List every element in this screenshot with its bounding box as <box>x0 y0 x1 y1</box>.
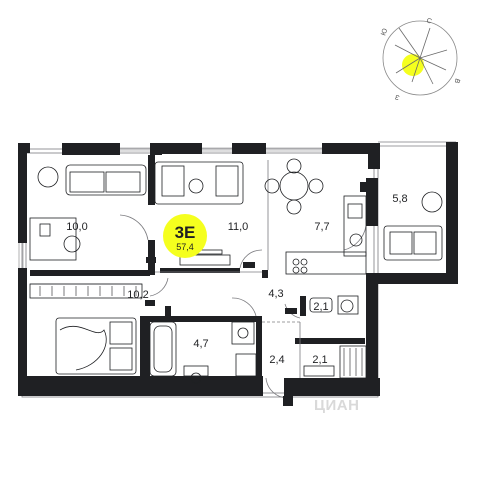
room-area-balcony: 5,8 <box>392 193 407 205</box>
dining-table-icon <box>279 171 309 201</box>
room-area-kitchen: 7,7 <box>314 221 329 233</box>
washbasin-icon <box>231 321 255 345</box>
chair-icon <box>63 235 81 253</box>
sun-icon <box>402 54 424 76</box>
balcony-table-icon <box>421 191 443 213</box>
toilet-icon <box>309 297 333 313</box>
washing-machine-icon <box>183 365 209 377</box>
side-table-icon <box>37 166 59 188</box>
room-area-closet: 2,1 <box>312 354 327 366</box>
hanger-icon <box>303 365 335 377</box>
doors <box>119 214 367 399</box>
sink-icon <box>349 233 363 247</box>
windows <box>18 147 322 268</box>
compass-west-label: З <box>394 93 400 101</box>
room-area-bathroom: 4,7 <box>193 338 208 350</box>
compass: С В Ю З <box>380 17 460 100</box>
hatching <box>39 286 363 376</box>
bathtub-icon <box>149 321 177 377</box>
apartment-badge: 3E 57,4 <box>163 214 207 258</box>
compass-north-label: С <box>425 17 432 25</box>
door-markers <box>145 182 368 406</box>
desk-icon <box>29 217 77 261</box>
wardrobe-icon <box>29 283 143 299</box>
bed-icon <box>55 317 137 375</box>
room-area-hall: 4,3 <box>268 288 283 300</box>
apartment-total-area: 57,4 <box>176 242 194 252</box>
furniture <box>29 158 443 384</box>
room-area-corridor: 2,4 <box>269 354 284 366</box>
sofa-icon <box>65 164 147 196</box>
room-area-bedroom-1: 10,0 <box>66 221 87 233</box>
sofa-icon-2 <box>154 161 244 205</box>
apartment-code: 3E <box>175 223 196 242</box>
balcony-sofa-icon <box>383 225 443 261</box>
compass-south-label: Ю <box>380 28 389 37</box>
tv-stand-icon <box>179 254 231 266</box>
kitchen-counter-icon <box>285 251 367 275</box>
watermark: ЦИАН <box>314 397 359 414</box>
walls <box>18 142 458 396</box>
room-area-wc: 2,1 <box>313 301 328 313</box>
closet-shelf-icon <box>339 345 367 379</box>
room-area-bedroom-2: 11,0 <box>228 221 249 233</box>
room-area-bedroom-3: 10,2 <box>127 289 148 301</box>
compass-east-label: В <box>452 77 460 84</box>
